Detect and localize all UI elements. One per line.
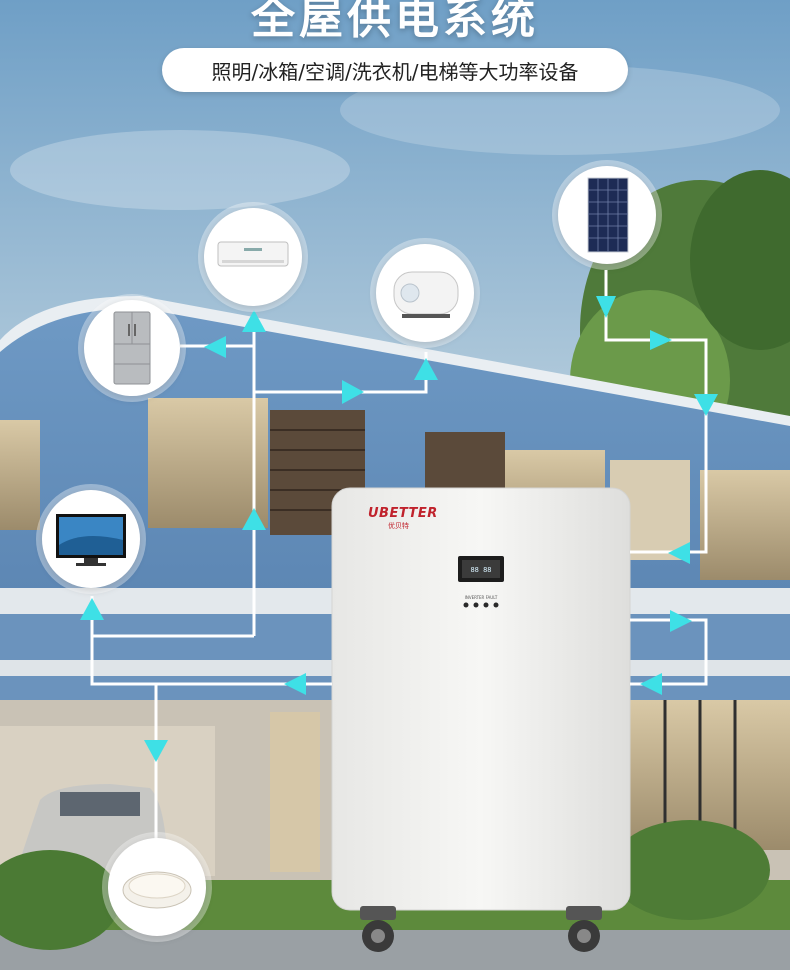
refrigerator-icon	[84, 300, 180, 396]
television-icon	[42, 490, 140, 588]
page-title: 全屋供电系统	[251, 0, 539, 44]
subtitle-pill: 照明/冰箱/空调/洗衣机/电梯等大功率设备	[162, 48, 628, 92]
brand-logo-cn: 优贝特	[388, 522, 409, 530]
solar-panel-icon	[558, 166, 656, 264]
svg-text:INVERTER FAULT: INVERTER FAULT	[465, 595, 498, 600]
ceiling-lamp-icon	[108, 838, 206, 936]
air-conditioner-icon	[204, 208, 302, 306]
water-heater-icon	[376, 244, 474, 342]
flow-arrows	[80, 296, 718, 762]
battery-cabinet: 88 88 INVERTER FAULT	[331, 487, 631, 952]
brand-logo: UBETTER	[368, 506, 438, 521]
svg-text:88 88: 88 88	[470, 566, 491, 574]
